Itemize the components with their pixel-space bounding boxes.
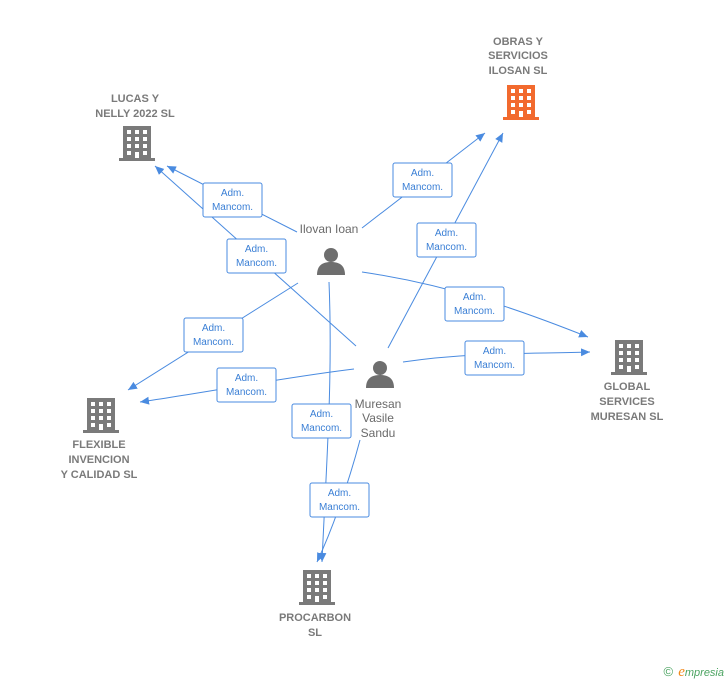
edge-label-line1: Adm.: [202, 323, 225, 334]
building-icon: [119, 126, 155, 161]
edge-label-ilovan-global[interactable]: Adm. Mancom.: [444, 286, 505, 322]
edge-label-line2: Mancom.: [301, 423, 342, 434]
company-label-line: NELLY 2022 SL: [95, 108, 175, 120]
edge-label-line2: Mancom.: [226, 387, 267, 398]
edge-label-line2: Mancom.: [193, 337, 234, 348]
edge-label-line2: Mancom.: [426, 242, 467, 253]
building-icon: [611, 340, 647, 375]
company-label-line: FLEXIBLE: [72, 439, 125, 451]
person-label-line: Sandu: [361, 426, 396, 440]
person-node-muresan[interactable]: Muresan Vasile Sandu: [355, 361, 402, 440]
edge-label-line2: Mancom.: [236, 258, 277, 269]
person-icon: [366, 361, 394, 388]
edge-label-muresan-obras[interactable]: Adm. Mancom.: [416, 222, 477, 258]
company-node-procarbon[interactable]: PROCARBON SL: [279, 570, 351, 639]
brand-logo-text: mpresia: [684, 667, 724, 679]
edge-label-line1: Adm.: [310, 409, 333, 420]
edge-label-line1: Adm.: [328, 488, 351, 499]
edge-label-line1: Adm.: [235, 373, 258, 384]
person-label-line: Vasile: [362, 411, 394, 425]
edge-label-muresan-lucas[interactable]: Adm. Mancom.: [226, 238, 287, 274]
edge-label-ilovan-obras[interactable]: Adm. Mancom.: [392, 162, 453, 198]
copyright-icon: ©: [663, 664, 674, 679]
company-label-line: ILOSAN SL: [489, 65, 548, 77]
edge-label-line2: Mancom.: [319, 502, 360, 513]
company-label-line: SERVICES: [599, 396, 654, 408]
company-label-line: SERVICIOS: [488, 50, 548, 62]
edge-label-muresan-global[interactable]: Adm. Mancom.: [464, 340, 525, 376]
edge-label-line2: Mancom.: [474, 360, 515, 371]
company-label-line: OBRAS Y: [493, 36, 544, 48]
company-label-line: SL: [308, 627, 322, 639]
company-node-obras[interactable]: OBRAS Y SERVICIOS ILOSAN SL: [488, 36, 548, 120]
edge-label-ilovan-flexible[interactable]: Adm. Mancom.: [183, 317, 244, 353]
company-label-line: LUCAS Y: [111, 93, 160, 105]
company-label-line: PROCARBON: [279, 612, 351, 624]
company-node-lucas[interactable]: LUCAS Y NELLY 2022 SL: [95, 93, 175, 161]
edge-label-muresan-flexible[interactable]: Adm. Mancom.: [216, 367, 277, 403]
building-icon: [299, 570, 335, 605]
edge-label-line1: Adm.: [245, 244, 268, 255]
person-label-line: Muresan: [355, 397, 402, 411]
edge-label-line1: Adm.: [411, 168, 434, 179]
edge-label-ilovan-lucas[interactable]: Adm. Mancom.: [202, 182, 263, 218]
company-label-line: INVENCION: [68, 454, 129, 466]
edge-label-muresan-procarbon[interactable]: Adm. Mancom.: [309, 482, 370, 518]
edge-label-line1: Adm.: [483, 346, 506, 357]
building-icon: [503, 85, 539, 120]
person-icon: [317, 248, 345, 275]
company-label-line: GLOBAL: [604, 381, 651, 393]
edge-label-line1: Adm.: [463, 292, 486, 303]
edge-labels: Adm. Mancom. Adm. Mancom. Adm. Mancom. A…: [183, 162, 525, 518]
edge-label-line1: Adm.: [221, 188, 244, 199]
company-label-line: Y CALIDAD SL: [61, 469, 138, 481]
edge-label-line2: Mancom.: [454, 306, 495, 317]
company-label-line: MURESAN SL: [591, 411, 664, 423]
edge-label-line2: Mancom.: [402, 182, 443, 193]
brand-logo-initial: e: [678, 664, 685, 680]
company-node-global[interactable]: GLOBAL SERVICES MURESAN SL: [591, 340, 664, 423]
company-node-flexible[interactable]: FLEXIBLE INVENCION Y CALIDAD SL: [61, 398, 138, 481]
building-icon: [83, 398, 119, 433]
brand-watermark: © empresia: [664, 664, 724, 681]
person-node-ilovan[interactable]: Ilovan Ioan: [300, 222, 359, 275]
edge-label-line1: Adm.: [435, 228, 458, 239]
person-label-line: Ilovan Ioan: [300, 222, 359, 236]
edge-label-line2: Mancom.: [212, 202, 253, 213]
edge-label-ilovan-procarbon[interactable]: Adm. Mancom.: [291, 403, 352, 439]
